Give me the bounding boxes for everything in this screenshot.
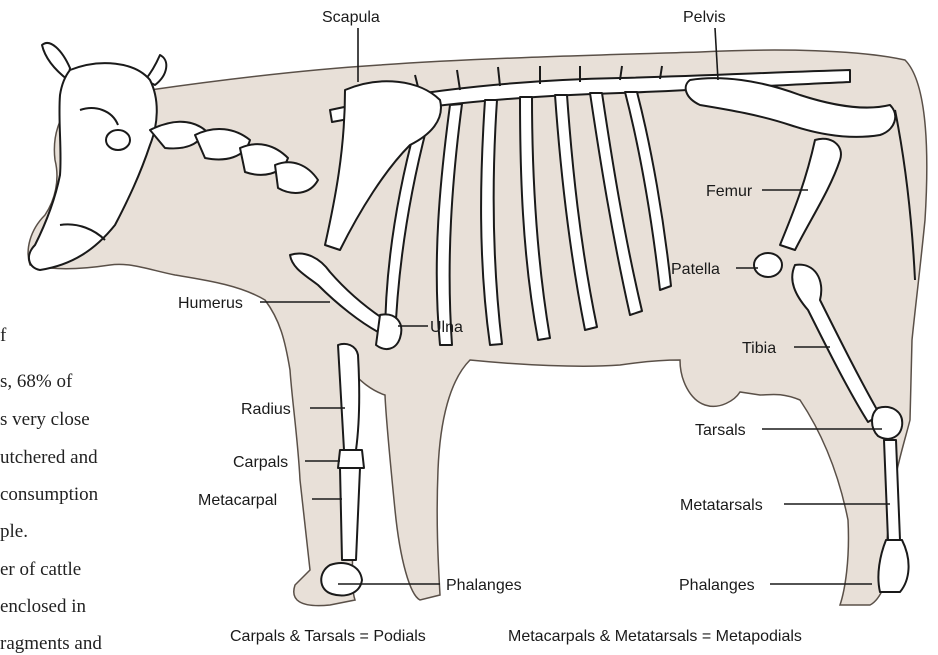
label-femur: Femur [706, 183, 753, 200]
hind-phalanges-bone [878, 540, 908, 592]
footnote-podials: Carpals & Tarsals = Podials [230, 628, 426, 645]
label-metatarsals: Metatarsals [680, 497, 763, 514]
label-carpals: Carpals [233, 454, 288, 471]
label-metacarpal: Metacarpal [198, 492, 277, 509]
label-tarsals: Tarsals [695, 422, 746, 439]
label-radius: Radius [241, 401, 291, 418]
label-phalanges-front: Phalanges [446, 577, 522, 594]
front-phalanges-bone [321, 563, 362, 595]
patella-bone [754, 253, 782, 277]
tarsals-bone [872, 407, 902, 439]
ulna-bone [376, 314, 401, 349]
label-scapula: Scapula [322, 9, 380, 26]
metacarpal-bone [340, 468, 360, 560]
label-pelvis: Pelvis [683, 9, 726, 26]
label-humerus: Humerus [178, 295, 243, 312]
label-ulna: Ulna [430, 319, 463, 336]
metatarsals-bone [884, 440, 900, 540]
label-patella: Patella [671, 261, 720, 278]
carpals-bone [338, 450, 364, 468]
footnote-metapodials: Metacarpals & Metatarsals = Metapodials [508, 628, 802, 645]
label-tibia: Tibia [742, 340, 776, 357]
label-phalanges-hind: Phalanges [679, 577, 755, 594]
